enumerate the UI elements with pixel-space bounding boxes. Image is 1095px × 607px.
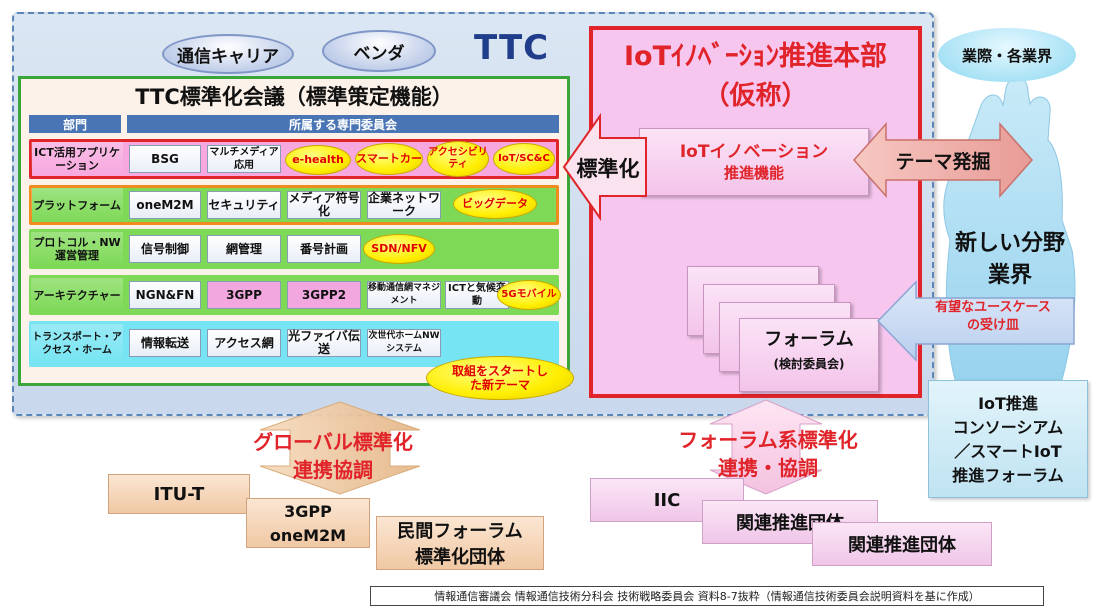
committee-cell: 情報転送 xyxy=(129,329,201,357)
global-arrow xyxy=(259,401,421,495)
iot-function-line2: 推進機能 xyxy=(723,163,784,182)
committees-header: 所属する専門委員会 xyxy=(127,115,559,133)
vendor-oval: ベンダ xyxy=(322,30,436,72)
usecase-line1: 有望なユースケース xyxy=(935,299,1051,315)
usecase-arrow xyxy=(876,280,1075,362)
committee-cell: マルチメディア応用 xyxy=(207,145,281,173)
forum-std-arrow xyxy=(709,399,823,495)
standardize-label: 標準化 xyxy=(576,157,640,181)
standardization-council: TTC標準化会議（標準策定機能） 部門 所属する専門委員会 ICT活用アプリケー… xyxy=(18,76,570,386)
consortium-box xyxy=(928,380,1088,498)
iot-function-line1: IoTイノベーション xyxy=(679,141,829,162)
new-theme-legend: 取組をスタートした新テーマ xyxy=(426,356,574,400)
iot-innovation-hq: IoTｲﾉﾍﾞｰｼｮﾝ推進本部 （仮称） IoTイノベーション 推進機能 フォー… xyxy=(589,26,922,398)
committee-cell: セキュリティ xyxy=(207,191,281,219)
committee-cell: 光ファイバ伝送 xyxy=(287,329,361,357)
consortium-line4: 推進フォーラム xyxy=(952,466,1064,485)
theme-arrow xyxy=(852,122,1034,198)
committee-cell: 企業ネットワーク xyxy=(367,191,441,219)
committee-cell: 3GPP xyxy=(207,281,281,309)
committee-cell: oneM2M xyxy=(129,191,201,219)
new-theme-circle: 5Gモバイル xyxy=(497,280,561,310)
row-label: アーキテクチャー xyxy=(31,278,123,312)
forum-std-subtitle: 連携・協調 xyxy=(718,455,818,480)
forum-subtitle: (検討委員会) xyxy=(773,356,845,371)
committee-cell: 信号制御 xyxy=(129,235,201,263)
row-label: プロトコル・NW運営管理 xyxy=(31,232,123,266)
council-title: TTC標準化会議（標準策定機能） xyxy=(135,85,453,109)
committee-cell: 次世代ホームNWシステム xyxy=(367,329,441,357)
body-private-forum xyxy=(376,516,544,570)
consortium-line3: ／スマートIoT xyxy=(954,442,1062,461)
forum-title: フォーラム xyxy=(764,329,854,350)
committee-cell: NGN&FN xyxy=(129,281,201,309)
global-std-subtitle: 連携協調 xyxy=(293,457,373,482)
consortium-line1: IoT推進 xyxy=(978,394,1038,413)
committee-cell: BSG xyxy=(129,145,201,173)
body-3gpp: 3GPP xyxy=(284,501,332,521)
theme-label: テーマ発掘 xyxy=(895,150,991,173)
row-label: プラットフォーム xyxy=(31,188,123,222)
new-field-line1: 新しい分野 xyxy=(954,231,1065,256)
iot-hq-subtitle: （仮称） xyxy=(703,80,808,111)
ttc-title: TTC xyxy=(474,28,550,68)
new-theme-circle: IoT/SC&C xyxy=(493,143,555,175)
committee-cell: 移動通信網マネジメント xyxy=(367,281,441,309)
consortium-line2: コンソーシアム xyxy=(952,418,1064,437)
new-theme-circle: スマートカー xyxy=(355,143,423,175)
body-related-org-2: 関連推進団体 xyxy=(812,522,992,566)
new-theme-circle: アクセシビリティ xyxy=(427,141,489,177)
standardize-arrow xyxy=(562,112,647,222)
forum-std-title: フォーラム系標準化 xyxy=(678,427,858,452)
body-onem2m: oneM2M xyxy=(269,525,347,545)
new-theme-circle: SDN/NFV xyxy=(363,234,435,264)
industry-bubble: 業際・各業界 xyxy=(938,28,1076,82)
committee-cell: アクセス網 xyxy=(207,329,281,357)
committee-cell: メディア符号化 xyxy=(287,191,361,219)
committee-cell: 番号計画 xyxy=(287,235,361,263)
new-theme-circle: ビッグデータ xyxy=(453,189,537,219)
forum-card-front xyxy=(739,318,879,392)
body-private-forum-line2: 標準化団体 xyxy=(415,547,505,568)
usecase-line2: の受け皿 xyxy=(966,317,1019,333)
body-3gpp-onem2m xyxy=(246,498,370,548)
row-label: トランスポート・アクセス・ホーム xyxy=(31,324,123,364)
row-label: ICT活用アプリケーション xyxy=(31,142,123,176)
new-field-line2: 業界 xyxy=(987,263,1032,288)
carrier-oval: 通信キャリア xyxy=(162,34,294,74)
new-theme-circle: e-health xyxy=(285,145,351,175)
body-private-forum-line1: 民間フォーラム xyxy=(397,521,523,542)
iot-hq-title: IoTｲﾉﾍﾞｰｼｮﾝ推進本部 xyxy=(623,41,887,72)
source-note: 情報通信審議会 情報通信技術分科会 技術戦略委員会 資料8-7抜粋（情報通信技術… xyxy=(370,586,1044,606)
global-std-title: グローバル標準化 xyxy=(253,429,413,454)
iot-function-card xyxy=(639,128,869,196)
committee-cell: 網管理 xyxy=(207,235,281,263)
dept-header: 部門 xyxy=(29,115,121,133)
committee-cell: 3GPP2 xyxy=(287,281,361,309)
body-itu-t: ITU-T xyxy=(108,474,250,514)
